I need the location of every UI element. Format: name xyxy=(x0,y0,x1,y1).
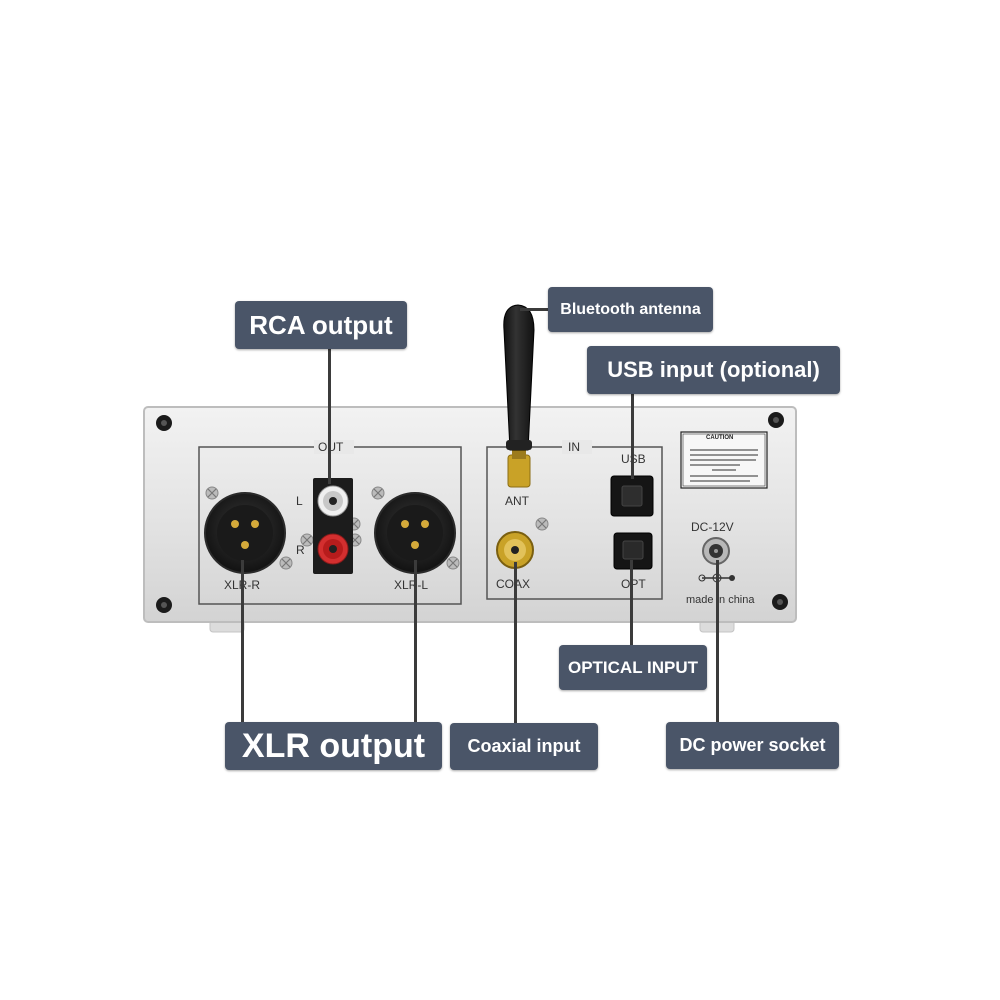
xlr-l-label: XLR-L xyxy=(394,578,429,592)
caution-sticker xyxy=(680,431,768,489)
xlr-r-connector xyxy=(204,492,286,574)
coax-connector xyxy=(496,531,534,569)
dc-label: DC-12V xyxy=(691,520,734,534)
dc-socket xyxy=(698,537,735,583)
rca-right-jack xyxy=(317,533,349,565)
ant-label: ANT xyxy=(505,494,529,508)
bluetooth-antenna-graphic xyxy=(503,304,535,488)
callout-usb-input: USB input (optional) xyxy=(587,346,840,394)
leader-dc xyxy=(716,560,719,724)
leader-xlr-r xyxy=(241,560,244,724)
opt-label: OPT xyxy=(621,577,646,591)
leader-optical xyxy=(630,560,633,650)
leader-coax xyxy=(514,562,517,724)
callout-optical-input: OPTICAL INPUT xyxy=(559,645,707,690)
callout-xlr-output: XLR output xyxy=(225,722,442,770)
leader-usb xyxy=(631,393,634,479)
rca-left-label: L xyxy=(296,494,303,508)
caution-title: CAUTION xyxy=(706,435,734,441)
made-in-label: made in china xyxy=(686,594,755,606)
corner-screws xyxy=(156,412,788,613)
callout-dc-power-socket: DC power socket xyxy=(666,722,839,769)
rca-left-jack xyxy=(317,485,349,517)
callout-rca-output: RCA output xyxy=(235,301,407,349)
callout-coaxial-input: Coaxial input xyxy=(450,723,598,770)
coax-label: COAX xyxy=(496,577,531,591)
in-section-label: IN xyxy=(568,440,580,454)
leader-antenna xyxy=(520,308,550,311)
leader-xlr-l xyxy=(414,560,417,724)
rca-right-label: R xyxy=(296,543,305,557)
xlr-l-connector xyxy=(374,492,456,574)
leader-rca xyxy=(328,348,331,484)
callout-bluetooth-antenna: Bluetooth antenna xyxy=(548,287,713,332)
